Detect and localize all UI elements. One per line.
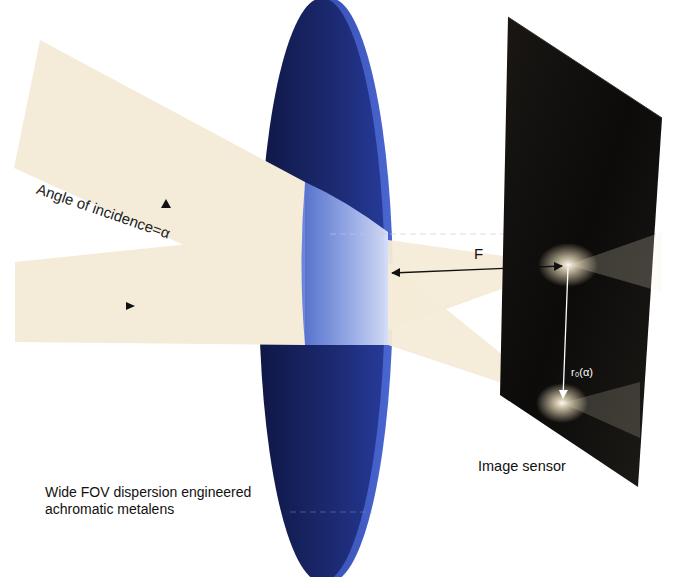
sensor-label: Image sensor <box>478 458 566 475</box>
sensor-edge <box>508 17 662 118</box>
direction-marker <box>161 199 171 208</box>
image-sensor <box>500 17 662 487</box>
focal-spot <box>536 383 588 423</box>
guide-line <box>290 512 372 513</box>
image-height-arrow <box>563 268 568 398</box>
incident-beam <box>15 232 305 345</box>
lens-lit-area <box>302 182 389 345</box>
focal-length-arrow <box>392 266 562 273</box>
lens-caption-label: Wide FOV dispersion engineered achromati… <box>45 484 260 518</box>
focal-length-label: F <box>474 245 483 263</box>
image-height-label: r₀(α) <box>571 366 593 379</box>
direction-marker <box>126 302 135 310</box>
angle-label: Angle of incidence=α <box>34 180 172 243</box>
